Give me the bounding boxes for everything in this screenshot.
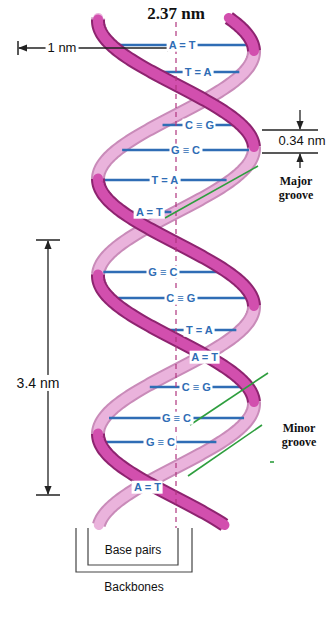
base-pair: A = T — [189, 351, 220, 364]
bracket — [88, 528, 178, 565]
backbone-ribbon — [98, 20, 254, 148]
base-pair: C ≡ G — [183, 119, 216, 132]
base-pair: C ≡ G — [164, 292, 197, 305]
dimension-arrow — [299, 154, 300, 168]
groove-line — [188, 425, 262, 476]
dimension-tick — [262, 129, 318, 130]
base-pair: A = T — [167, 39, 198, 52]
backbone-ribbon — [98, 434, 224, 526]
backbone-ribbon — [229, 18, 254, 51]
dimension-label: 2.37 nm — [147, 4, 205, 24]
groove-mark — [270, 461, 274, 463]
base-pair: C ≡ G — [180, 381, 213, 394]
base-pair: T = A — [184, 324, 215, 337]
dimension-tick — [36, 494, 60, 496]
base-pair: T = A — [149, 174, 180, 187]
dimension-tick — [36, 239, 60, 241]
backbone-ribbon — [229, 18, 254, 51]
base-pair: G ≡ C — [169, 144, 202, 157]
base-pair: A = T — [132, 481, 163, 494]
part-label: Backbones — [104, 581, 163, 595]
base-pair: G ≡ C — [144, 436, 177, 449]
backbone-ribbon — [98, 20, 254, 148]
base-pair: G ≡ C — [160, 412, 193, 425]
dimension-label: 1 nm — [46, 41, 79, 56]
dimension-arrow — [19, 47, 175, 48]
dimension-tick — [17, 41, 19, 55]
dimension-arrow — [47, 241, 48, 494]
base-pair: G ≡ C — [146, 266, 179, 279]
dimension-label: 3.4 nm — [15, 375, 62, 391]
base-pair: A = T — [134, 206, 165, 219]
bracket — [76, 528, 192, 572]
part-label: Base pairs — [105, 544, 162, 558]
groove-label: Major groove — [265, 175, 327, 203]
groove-label: Minor groove — [268, 422, 330, 450]
dimension-tick — [262, 152, 318, 153]
backbone-ribbon — [98, 434, 224, 526]
base-pair: T = A — [183, 66, 214, 79]
dimension-label: 0.34 nm — [277, 134, 328, 149]
dimension-arrow — [299, 110, 300, 129]
